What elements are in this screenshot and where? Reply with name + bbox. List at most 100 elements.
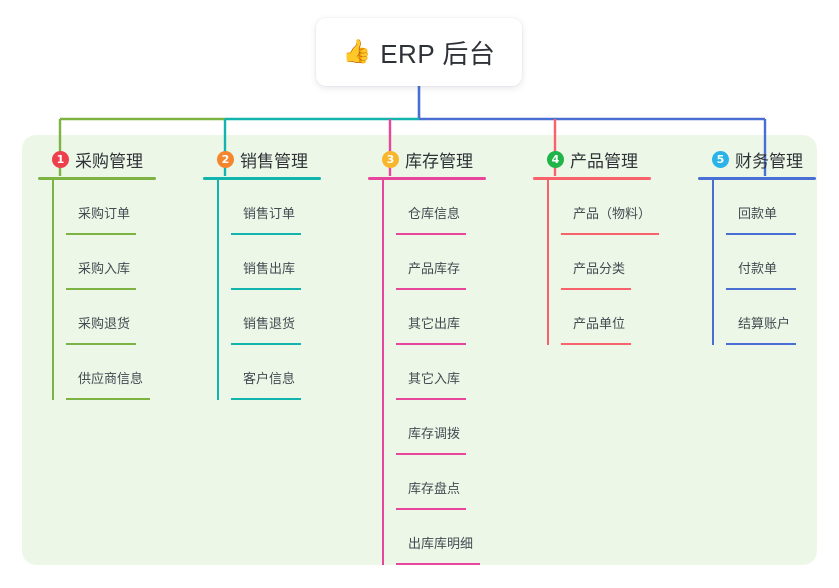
menu-item-label: 出库库明细 [408, 536, 474, 551]
menu-item[interactable]: 仓库信息 [382, 180, 486, 235]
column-spine-4 [547, 180, 549, 345]
menu-item-underline [561, 343, 631, 345]
menu-item-label: 库存盘点 [408, 481, 461, 496]
column-title-1: 采购管理 [75, 151, 143, 171]
menu-item-underline [561, 233, 659, 235]
column-spine-5 [712, 180, 714, 345]
menu-item[interactable]: 回款单 [712, 180, 816, 235]
column-title-2: 销售管理 [240, 151, 308, 171]
menu-item-label: 产品分类 [573, 261, 626, 276]
menu-item[interactable]: 客户信息 [217, 345, 321, 400]
column-badge-2: 2 [217, 150, 234, 168]
menu-item[interactable]: 产品库存 [382, 235, 486, 290]
menu-item-underline [231, 233, 301, 235]
column-4: 4 产品管理产品（物料） 产品分类产品单位 [533, 146, 659, 345]
column-underline-1 [38, 177, 156, 180]
column-underline-2 [203, 177, 321, 180]
column-underline-4 [533, 177, 651, 180]
menu-item-underline [231, 398, 301, 400]
menu-item[interactable]: 付款单 [712, 235, 816, 290]
menu-item[interactable]: 产品单位 [547, 290, 651, 345]
menu-item-underline [726, 343, 796, 345]
menu-item-label: 产品单位 [573, 316, 626, 331]
column-items-3: 仓库信息产品库存其它出库其它入库库存调拨库存盘点出库库明细 [368, 180, 486, 565]
column-header-1[interactable]: 1 采购管理 [38, 146, 156, 172]
menu-item-label: 采购入库 [78, 261, 131, 276]
column-1: 1 采购管理采购订单采购入库采购退货供应商信息 [38, 146, 156, 400]
thumbs-up-icon: 👍 [342, 38, 372, 65]
menu-item[interactable]: 产品分类 [547, 235, 651, 290]
column-header-5[interactable]: 5 财务管理 [698, 146, 816, 172]
column-badge-1: 1 [52, 150, 69, 168]
column-underline-3 [368, 177, 486, 180]
menu-item-label: 销售出库 [243, 261, 296, 276]
menu-item-underline [231, 288, 301, 290]
menu-item[interactable]: 供应商信息 [52, 345, 156, 400]
column-underline-5 [698, 177, 816, 180]
menu-item-underline [231, 343, 301, 345]
root-node-content: 👍 ERP 后台 [343, 34, 496, 71]
column-title-5: 财务管理 [735, 151, 803, 171]
branch-background-panel [22, 135, 817, 565]
menu-item-label: 产品库存 [408, 261, 461, 276]
menu-item[interactable]: 产品（物料） [547, 180, 659, 235]
menu-item-label: 采购订单 [78, 206, 131, 221]
menu-item-label: 供应商信息 [78, 371, 144, 386]
menu-item-underline [396, 453, 466, 455]
menu-item[interactable]: 采购订单 [52, 180, 156, 235]
column-badge-4: 4 [547, 150, 564, 168]
menu-item-underline [726, 233, 796, 235]
menu-item-label: 采购退货 [78, 316, 131, 331]
menu-item-label: 仓库信息 [408, 206, 461, 221]
column-2: 2 销售管理销售订单销售出库销售退货客户信息 [203, 146, 321, 400]
menu-item-label: 销售订单 [243, 206, 296, 221]
column-items-5: 回款单付款单结算账户 [698, 180, 816, 345]
menu-item[interactable]: 库存盘点 [382, 455, 486, 510]
root-node-title: ERP 后台 [380, 38, 496, 69]
menu-item-underline [561, 288, 631, 290]
column-spine-3 [382, 180, 384, 565]
menu-item[interactable]: 其它入库 [382, 345, 486, 400]
menu-item-underline [396, 398, 466, 400]
menu-item[interactable]: 销售出库 [217, 235, 321, 290]
menu-item[interactable]: 采购退货 [52, 290, 156, 345]
column-badge-3: 3 [382, 150, 399, 168]
root-node-erp[interactable]: 👍 ERP 后台 [316, 18, 522, 86]
menu-item-underline [66, 233, 136, 235]
menu-item-label: 回款单 [738, 206, 778, 221]
menu-item-underline [396, 343, 466, 345]
column-title-4: 产品管理 [570, 151, 638, 171]
column-header-4[interactable]: 4 产品管理 [533, 146, 651, 172]
menu-item-label: 付款单 [738, 261, 778, 276]
menu-item-label: 其它入库 [408, 371, 461, 386]
column-title-3: 库存管理 [405, 151, 473, 171]
column-5: 5 财务管理回款单付款单结算账户 [698, 146, 816, 345]
menu-item-label: 销售退货 [243, 316, 296, 331]
menu-item[interactable]: 其它出库 [382, 290, 486, 345]
menu-item-underline [726, 288, 796, 290]
menu-item-label: 其它出库 [408, 316, 461, 331]
column-badge-5: 5 [712, 150, 729, 168]
column-spine-1 [52, 180, 54, 400]
menu-item-underline [396, 233, 466, 235]
column-items-4: 产品（物料） 产品分类产品单位 [533, 180, 659, 345]
menu-item-underline [66, 288, 136, 290]
column-header-2[interactable]: 2 销售管理 [203, 146, 321, 172]
menu-item[interactable]: 出库库明细 [382, 510, 486, 565]
menu-item-underline [396, 508, 466, 510]
column-spine-2 [217, 180, 219, 400]
menu-item-underline [396, 288, 466, 290]
menu-item-underline [66, 343, 136, 345]
menu-item-underline [396, 563, 480, 565]
menu-item[interactable]: 采购入库 [52, 235, 156, 290]
menu-item[interactable]: 销售订单 [217, 180, 321, 235]
menu-item-label: 结算账户 [738, 316, 791, 331]
menu-item[interactable]: 销售退货 [217, 290, 321, 345]
menu-item[interactable]: 库存调拨 [382, 400, 486, 455]
menu-item-underline [66, 398, 150, 400]
menu-item-label: 产品（物料） [573, 206, 652, 221]
column-header-3[interactable]: 3 库存管理 [368, 146, 486, 172]
menu-item[interactable]: 结算账户 [712, 290, 816, 345]
column-3: 3 库存管理仓库信息产品库存其它出库其它入库库存调拨库存盘点出库库明细 [368, 146, 486, 565]
